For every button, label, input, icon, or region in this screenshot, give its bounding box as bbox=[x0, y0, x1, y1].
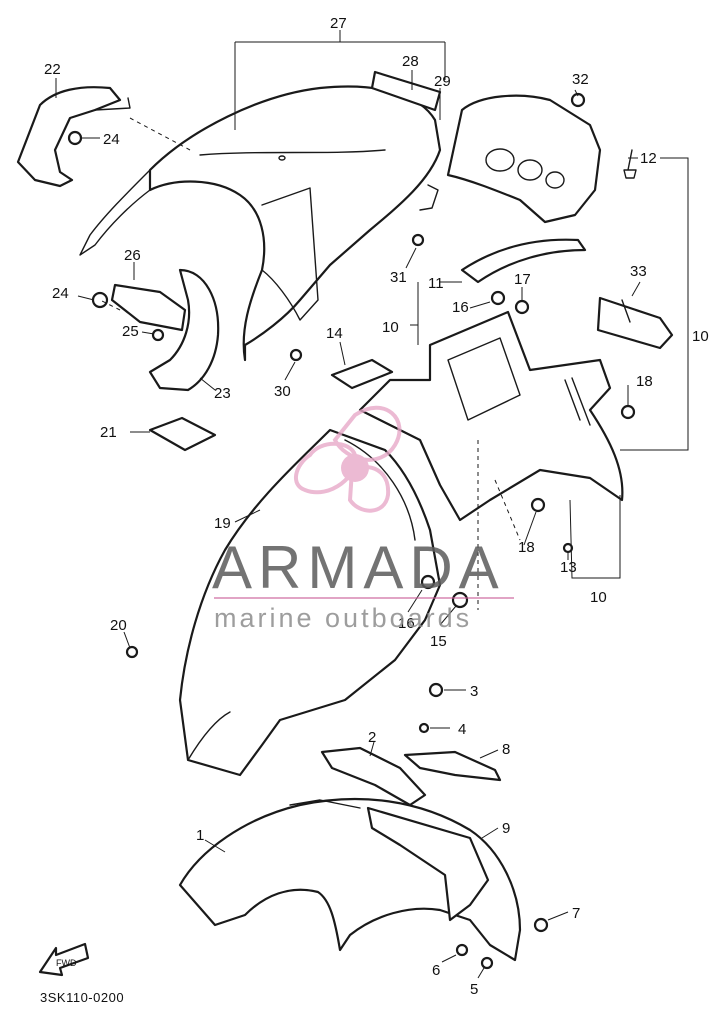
callout-26: 26 bbox=[124, 247, 141, 264]
callout-25: 25 bbox=[122, 323, 139, 340]
callout-10-right: 10 bbox=[692, 328, 709, 345]
callout-10-bottom: 10 bbox=[590, 589, 607, 606]
callout-16-bottom: 16 bbox=[398, 615, 415, 632]
callout-24-mid: 24 bbox=[52, 285, 69, 302]
watermark-tagline: marine outboards bbox=[214, 603, 473, 633]
callout-29: 29 bbox=[434, 73, 451, 90]
fender-stay-part-9 bbox=[366, 806, 490, 922]
pad-part-14 bbox=[330, 358, 394, 390]
callout-14: 14 bbox=[326, 325, 343, 342]
tail-light-housing bbox=[446, 94, 602, 224]
callout-8: 8 bbox=[502, 741, 510, 758]
callout-4: 4 bbox=[458, 721, 466, 738]
rear-fender-tail-part-10 bbox=[358, 310, 624, 522]
callout-2: 2 bbox=[368, 729, 376, 746]
callout-18-mid: 18 bbox=[518, 539, 535, 556]
callout-23: 23 bbox=[214, 385, 231, 402]
callout-9: 9 bbox=[502, 820, 510, 837]
callout-numbers: 27 28 29 22 24 26 24 25 23 30 14 31 11 1… bbox=[44, 15, 709, 998]
callout-6: 6 bbox=[432, 962, 440, 979]
callout-24-top: 24 bbox=[103, 131, 120, 148]
callout-3: 3 bbox=[470, 683, 478, 700]
callout-17: 17 bbox=[514, 271, 531, 288]
callout-31: 31 bbox=[390, 269, 407, 286]
callout-15: 15 bbox=[430, 633, 447, 650]
callout-1: 1 bbox=[196, 827, 204, 844]
callout-19: 19 bbox=[214, 515, 231, 532]
seat-strip-part-28 bbox=[370, 70, 442, 112]
watermark-rule bbox=[214, 597, 514, 599]
hook-part-29 bbox=[419, 184, 439, 211]
rear-fender-part-19 bbox=[178, 428, 442, 777]
leader-lines bbox=[55, 30, 689, 979]
forward-arrow-icon: FWD bbox=[38, 942, 90, 977]
reflector-part-21 bbox=[148, 416, 217, 452]
callout-30: 30 bbox=[274, 383, 291, 400]
diagram-code: 3SK110-0200 bbox=[40, 990, 125, 1005]
brace-part-2 bbox=[320, 746, 427, 807]
callout-10-left: 10 bbox=[382, 319, 399, 336]
callout-12: 12 bbox=[640, 150, 657, 167]
callout-11: 11 bbox=[428, 275, 444, 292]
bracket-part-26 bbox=[110, 283, 187, 332]
fwd-label: FWD bbox=[56, 958, 77, 968]
bolt-part-12 bbox=[623, 149, 637, 179]
callout-7: 7 bbox=[572, 905, 580, 922]
side-cover-part-23 bbox=[148, 268, 220, 392]
grab-bar-part-22 bbox=[16, 86, 131, 188]
callout-27: 27 bbox=[330, 15, 347, 32]
seat-cowl-part-27 bbox=[79, 85, 442, 362]
callout-33: 33 bbox=[630, 263, 647, 280]
callout-32: 32 bbox=[572, 71, 589, 88]
callout-18-right: 18 bbox=[636, 373, 653, 390]
callout-22: 22 bbox=[44, 61, 61, 78]
callout-21: 21 bbox=[100, 424, 117, 441]
callout-13: 13 bbox=[560, 559, 577, 576]
brace-part-8 bbox=[403, 750, 502, 782]
callout-5: 5 bbox=[470, 981, 478, 998]
watermark-brand: ARMADA bbox=[212, 534, 505, 601]
strap-part-11 bbox=[460, 238, 587, 284]
callout-20: 20 bbox=[110, 617, 127, 634]
callout-16-top: 16 bbox=[452, 299, 469, 316]
hardware-fasteners bbox=[67, 92, 636, 970]
relay-part-33 bbox=[596, 296, 674, 350]
callout-28: 28 bbox=[402, 53, 419, 70]
watermark-logo-icon bbox=[294, 405, 402, 513]
